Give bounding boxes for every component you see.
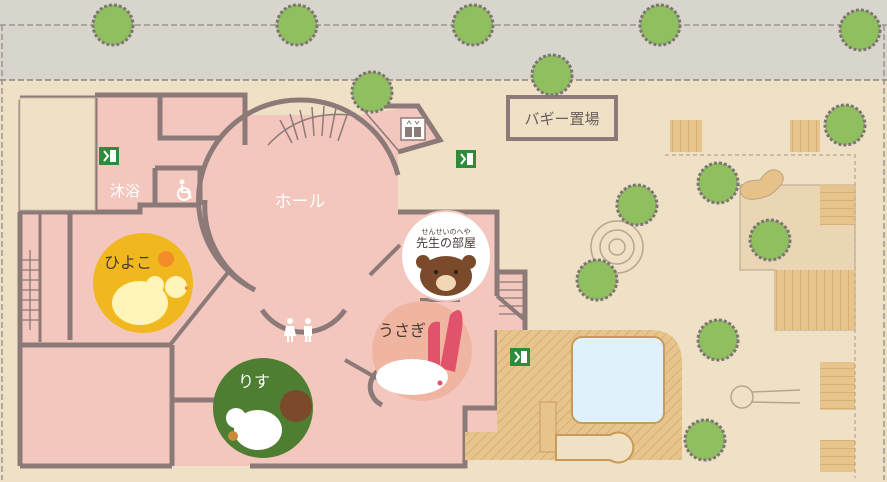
wheelchair-icon [177,179,192,201]
bath-label: 沐浴 [110,182,140,200]
tree-icon [823,103,867,147]
pool [571,336,665,424]
tree-icon [683,418,727,462]
street [0,0,887,80]
buggy-parking: バギー置場 [506,95,618,141]
exit-sign-icon [510,348,530,366]
room-teacher-ruby: せんせいのへや [422,228,471,236]
tree-icon [530,53,574,97]
room-teacher[interactable]: せんせいのへや 先生の部屋 [400,210,492,302]
room-usagi[interactable]: うさぎ [372,301,472,401]
tree-icon [350,70,394,114]
tree-icon [451,3,495,47]
room-hiyoko-label: ひよこ [104,253,152,272]
room-teacher-label: 先生の部屋 [416,235,476,250]
playground [590,120,856,478]
tree-icon [696,161,740,205]
bear-icon [416,255,476,296]
rabbit-icon [376,310,463,395]
tree-icon [696,318,740,362]
room-risu[interactable]: りす [213,358,313,458]
exit-sign-icon [456,150,476,168]
elevator-icon [400,117,426,141]
hall-label: ホール [275,192,326,212]
tree-icon [575,258,619,302]
room-hiyoko[interactable]: ひよこ [93,233,193,333]
room-usagi-label: うさぎ [378,321,426,340]
tree-icon [638,3,682,47]
room-risu-label: りす [238,372,270,391]
squirrel-icon [226,390,312,450]
chick-icon [112,251,190,325]
tree-icon [91,3,135,47]
wood-deck [465,330,682,464]
tree-icon [748,218,792,262]
tree-icon [275,3,319,47]
svg-text:バギー置場: バギー置場 [524,110,599,128]
tree-icon [838,8,882,52]
tree-icon [615,183,659,227]
exit-sign-icon [99,147,119,165]
restroom-icon [284,318,312,342]
